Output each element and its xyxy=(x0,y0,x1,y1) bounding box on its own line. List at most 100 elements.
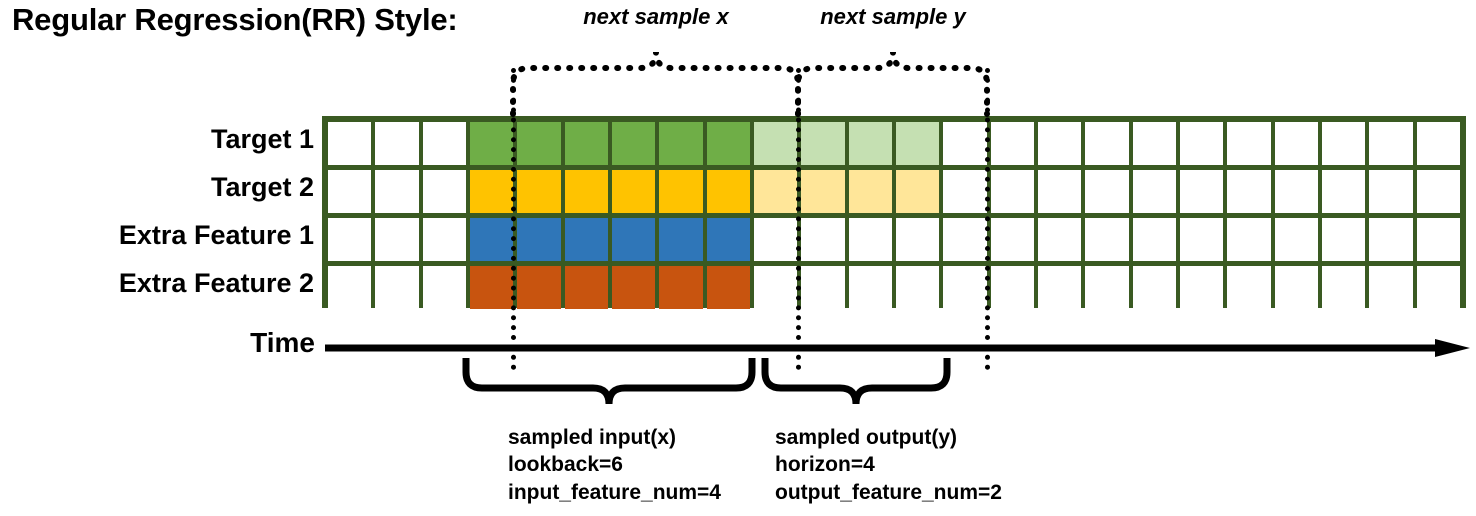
grid-cell-empty xyxy=(328,122,372,165)
grid-cell-input xyxy=(659,122,703,165)
grid-cell-output xyxy=(801,170,845,213)
grid-cell-input xyxy=(659,218,703,261)
grid-cell-empty xyxy=(1416,266,1460,309)
guide-line-output-end xyxy=(985,68,990,370)
grid-cell-empty xyxy=(1180,266,1224,309)
grid-cell-empty xyxy=(1038,122,1082,165)
grid-cell-empty xyxy=(943,218,987,261)
grid-cell-empty xyxy=(375,170,419,213)
grid-cell-input xyxy=(564,218,608,261)
grid-cell-empty xyxy=(328,218,372,261)
grid-cell-input xyxy=(706,266,750,309)
grid-cell-output xyxy=(754,122,798,165)
grid-cell-empty xyxy=(848,266,892,309)
grid-cell-output xyxy=(848,122,892,165)
grid-cell-empty xyxy=(1132,218,1176,261)
grid-cell-empty xyxy=(754,266,798,309)
grid-cell-empty xyxy=(848,218,892,261)
grid-row xyxy=(326,120,1462,168)
sampled-output-featnum: output_feature_num=2 xyxy=(775,480,1002,504)
grid-cell-empty xyxy=(896,218,940,261)
guide-line-input-start xyxy=(511,68,516,370)
grid-cell-empty xyxy=(1416,218,1460,261)
grid-cell-input xyxy=(612,266,656,309)
row-label-extra-feature-1: Extra Feature 1 xyxy=(118,220,314,250)
grid-cell-output xyxy=(754,170,798,213)
sampled-input-lookback: lookback=6 xyxy=(508,453,623,477)
grid-cell-empty xyxy=(1369,170,1413,213)
grid-cell-output xyxy=(896,122,940,165)
row-label-extra-feature-2: Extra Feature 2 xyxy=(118,268,314,298)
grid-cell-output xyxy=(848,170,892,213)
grid-cell-empty xyxy=(1322,170,1366,213)
grid-cell-empty xyxy=(1180,122,1224,165)
grid-row xyxy=(326,264,1462,312)
grid-cell-empty xyxy=(1038,170,1082,213)
grid-cell-input xyxy=(706,170,750,213)
grid-cell-input xyxy=(470,266,514,309)
row-label-target-2: Target 2 xyxy=(210,172,314,202)
grid-cell-empty xyxy=(1132,266,1176,309)
grid-cell-empty xyxy=(1180,218,1224,261)
grid-cell-input xyxy=(470,218,514,261)
row-label-target-1: Target 1 xyxy=(210,124,314,154)
grid-cell-empty xyxy=(375,218,419,261)
grid-cell-empty xyxy=(1369,122,1413,165)
grid-row xyxy=(326,216,1462,264)
grid-cell-output xyxy=(801,122,845,165)
grid-cell-empty xyxy=(375,122,419,165)
grid-cell-input xyxy=(470,122,514,165)
grid-cell-empty xyxy=(1227,122,1271,165)
grid-cell-empty xyxy=(328,266,372,309)
grid-cell-input xyxy=(564,170,608,213)
grid-cell-empty xyxy=(801,266,845,309)
grid-cell-output xyxy=(896,170,940,213)
sampled-output-title: sampled output(y) xyxy=(775,426,957,449)
grid-cell-empty xyxy=(1416,170,1460,213)
grid-cell-empty xyxy=(1085,122,1129,165)
sampled-input-featnum: input_feature_num=4 xyxy=(508,480,721,504)
grid-cell-empty xyxy=(1369,266,1413,309)
grid-cell-empty xyxy=(1227,266,1271,309)
grid-cell-empty xyxy=(1227,218,1271,261)
grid-cell-input xyxy=(517,170,561,213)
annotation-sampled-input: sampled input(x) lookback=6 input_featur… xyxy=(508,424,721,506)
grid-cell-empty xyxy=(1274,170,1318,213)
grid-cell-input xyxy=(564,122,608,165)
grid-cell-empty xyxy=(1416,122,1460,165)
grid-cell-empty xyxy=(1274,218,1318,261)
grid-cell-empty xyxy=(1274,122,1318,165)
page-title: Regular Regression(RR) Style: xyxy=(12,2,458,37)
grid-cell-empty xyxy=(422,170,466,213)
grid-cell-input xyxy=(612,170,656,213)
annotation-sampled-output: sampled output(y) horizon=4 output_featu… xyxy=(775,424,1002,506)
grid-cell-empty xyxy=(1085,218,1129,261)
grid-cell-empty xyxy=(801,218,845,261)
grid-cell-empty xyxy=(1274,266,1318,309)
annotation-next-sample-x: next sample x xyxy=(583,4,729,29)
grid-cell-empty xyxy=(375,266,419,309)
grid-cell-empty xyxy=(990,170,1034,213)
grid-row xyxy=(326,168,1462,216)
grid-cell-empty xyxy=(328,170,372,213)
grid-cell-empty xyxy=(990,266,1034,309)
grid-cell-input xyxy=(706,218,750,261)
sampled-output-horizon: horizon=4 xyxy=(775,453,875,477)
grid-cell-empty xyxy=(896,266,940,309)
grid-cell-empty xyxy=(990,122,1034,165)
grid-cell-input xyxy=(517,218,561,261)
grid-cell-empty xyxy=(422,218,466,261)
timeseries-grid xyxy=(322,116,1466,309)
grid-cell-empty xyxy=(1227,170,1271,213)
grid-cell-empty xyxy=(1322,122,1366,165)
guide-line-input-end xyxy=(796,68,801,370)
grid-cell-empty xyxy=(1180,170,1224,213)
grid-cell-input xyxy=(564,266,608,309)
time-axis-arrow xyxy=(325,339,1470,357)
grid-cell-empty xyxy=(1132,170,1176,213)
time-axis-label: Time xyxy=(250,327,315,358)
grid-cell-empty xyxy=(1369,218,1413,261)
grid-cell-empty xyxy=(1322,266,1366,309)
grid-cell-input xyxy=(612,218,656,261)
